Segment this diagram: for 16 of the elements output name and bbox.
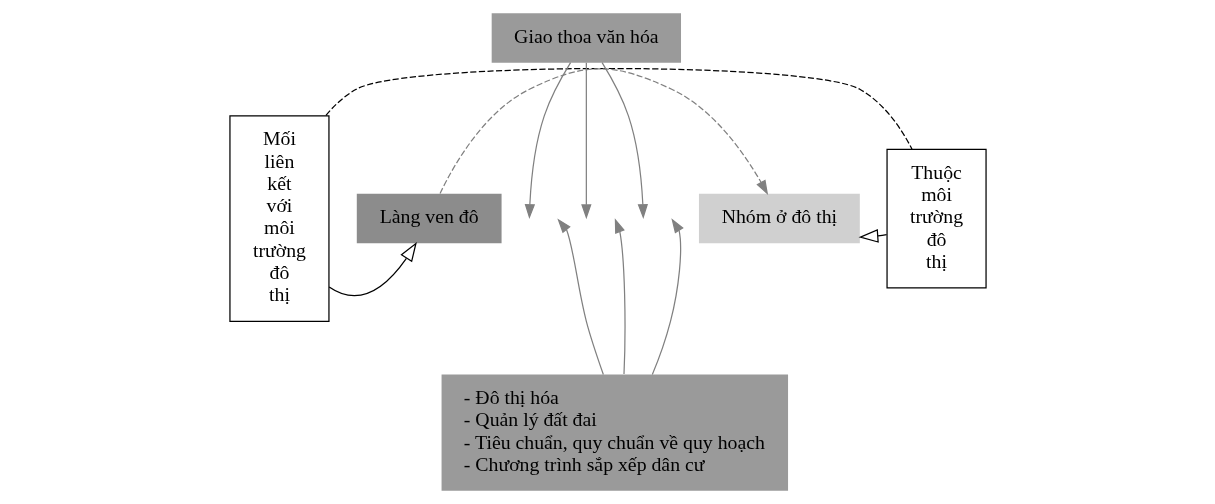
arrow: [438, 68, 768, 195]
arrow: [651, 218, 684, 376]
arrow: [524, 62, 571, 220]
arrow: [601, 62, 648, 220]
arrow: [614, 218, 626, 375]
node-box: Thuộc môi trường đô thị: [885, 148, 987, 289]
node-box: - Đô thị hóa - Quản lý đất đai - Tiêu chuẩn, quy chuẩn về quy hoạch - Chương trình sắp xếp dân cư: [441, 374, 788, 491]
node-box: Làng ven đô: [356, 193, 502, 244]
node-box: Giao thoa văn hóa: [491, 13, 681, 63]
arrow: [580, 62, 592, 220]
connector: [324, 67, 913, 150]
arrow: [858, 229, 887, 243]
arrow: [328, 241, 417, 297]
node-box: Mối liên kết với môi trường đô thị: [228, 115, 330, 322]
node-box: Nhóm ở đô thị: [698, 193, 860, 244]
arrow: [556, 218, 604, 376]
